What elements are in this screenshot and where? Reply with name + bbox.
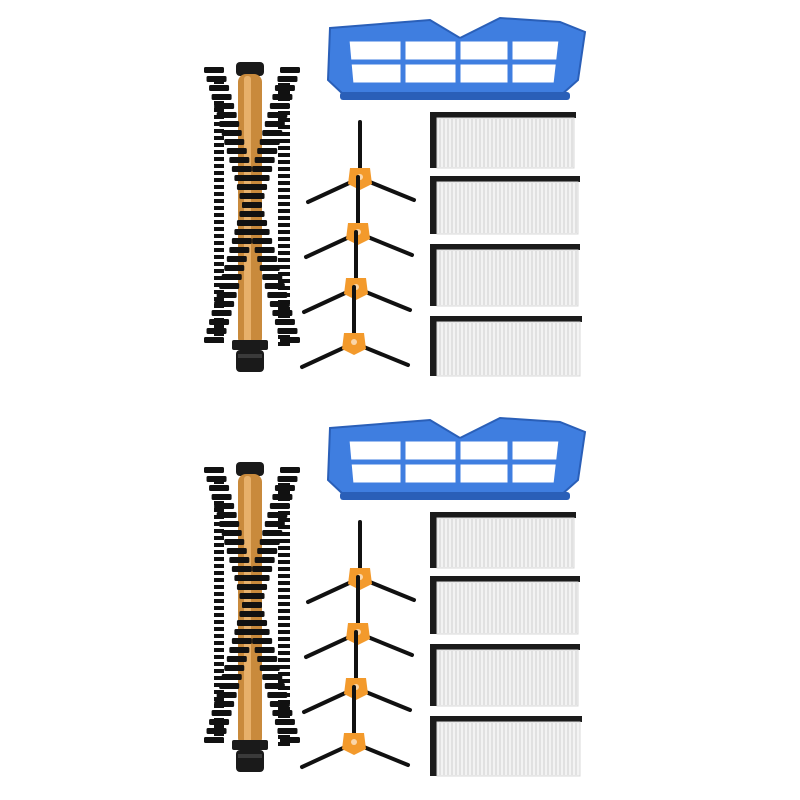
side-brush-icon xyxy=(306,120,416,204)
filter-top-frame xyxy=(430,644,580,650)
side-brush-icon xyxy=(304,175,414,259)
filter-top-frame xyxy=(430,316,582,322)
side-brush-icon xyxy=(302,230,412,314)
filter-pleats xyxy=(436,517,575,569)
filter-side-frame xyxy=(430,644,437,706)
hepa-filter-icon xyxy=(430,512,576,569)
hepa-filter-icon xyxy=(430,576,580,635)
filter-top-frame xyxy=(430,176,580,182)
roller-brush-icon xyxy=(204,462,300,772)
hepa-filter-icon xyxy=(430,644,580,707)
filter-side-frame xyxy=(430,512,437,568)
filter-side-frame xyxy=(430,576,437,634)
filter-side-frame xyxy=(430,716,437,776)
parts-kit-top xyxy=(204,16,587,377)
hepa-filter-icon xyxy=(430,716,582,777)
roller-brush-icon xyxy=(204,62,300,372)
filter-top-frame xyxy=(430,244,580,250)
side-brush-icon xyxy=(304,575,414,659)
filter-side-frame xyxy=(430,316,437,376)
filter-side-frame xyxy=(430,112,437,168)
hepa-filter-icon xyxy=(430,176,580,235)
filter-top-frame xyxy=(430,716,582,722)
hepa-filter-icon xyxy=(430,316,582,377)
parts-kit-illustration xyxy=(204,16,587,377)
side-brush-icon xyxy=(300,685,410,769)
filter-top-frame xyxy=(430,112,576,118)
filter-top-frame xyxy=(430,576,580,582)
hepa-filter-icon xyxy=(430,112,576,169)
parts-kit-illustration xyxy=(204,416,587,777)
side-brush-icon xyxy=(302,630,412,714)
filter-pleats xyxy=(436,117,575,169)
hepa-filter-icon xyxy=(430,244,580,307)
mesh-filter-icon xyxy=(326,16,587,100)
filter-side-frame xyxy=(430,244,437,306)
side-brush-icon xyxy=(306,520,416,604)
side-brush-icon xyxy=(300,285,410,369)
filter-top-frame xyxy=(430,512,576,518)
mesh-filter-icon xyxy=(326,416,587,500)
filter-side-frame xyxy=(430,176,437,234)
parts-kit-bottom xyxy=(0,400,800,800)
